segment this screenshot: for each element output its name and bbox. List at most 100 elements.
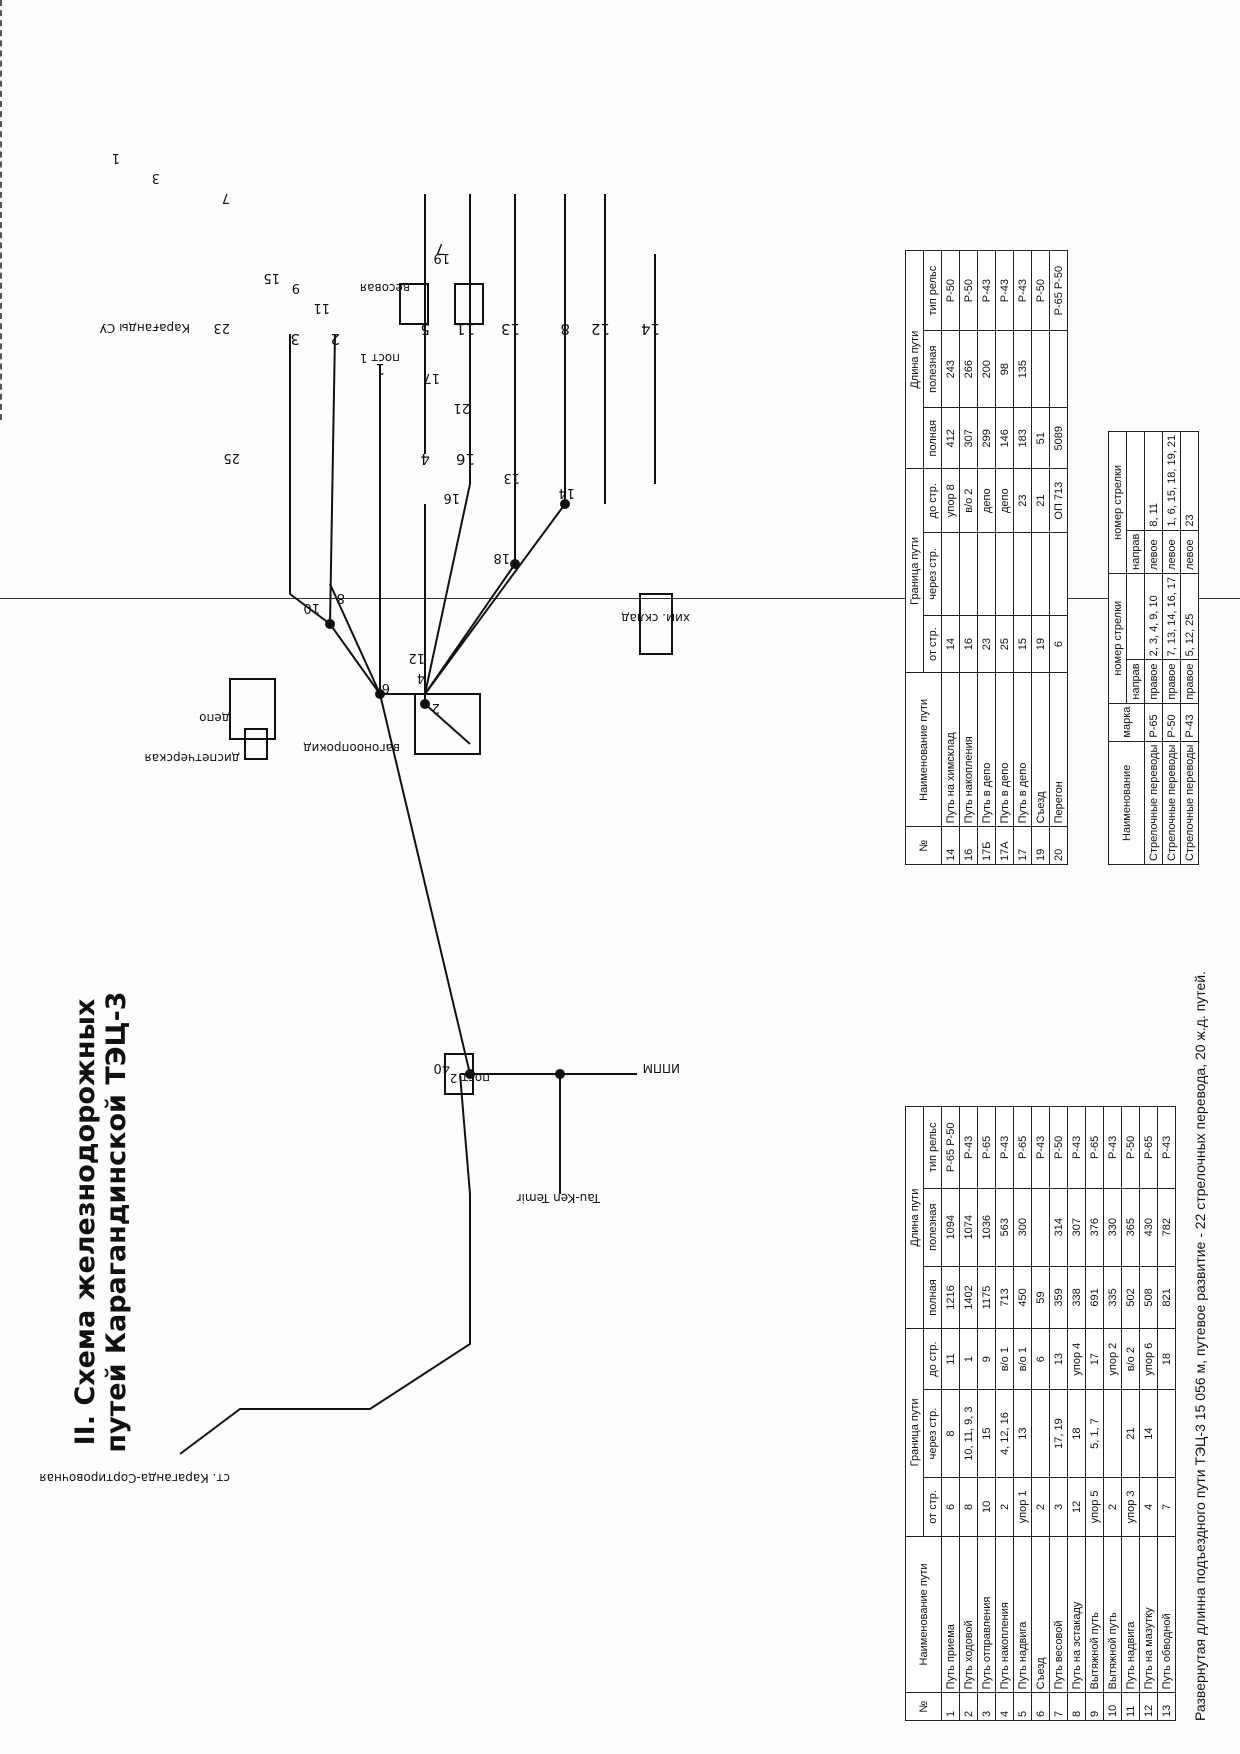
t2-cell: Путь в депо [977,672,996,827]
t2-cell [977,532,996,616]
t1-cell: 1074 [959,1188,978,1267]
t3-cell: правое [1180,659,1199,704]
t2-cell: Путь накопления [959,672,978,827]
switch-number: 8 [337,590,345,605]
t2-cell: Перегон [1049,672,1068,827]
t1-cell: 4, 12, 16 [995,1389,1014,1478]
switch-2 [420,699,430,709]
t3-cell: Стрелочные переводы [1180,741,1199,865]
t1-cell: 15 [977,1389,996,1478]
t1-cell: 376 [1085,1188,1104,1267]
t1-cell [1031,1389,1050,1478]
t2-cell: 266 [959,330,978,408]
t1-cell: 3 [1049,1477,1068,1537]
t1-cell: упор 5 [1085,1477,1104,1537]
label-karagandy-su: Карағанды СУ [99,321,190,335]
t1-cell: Путь на мазутку [1139,1536,1158,1693]
t2-cell: в/о 2 [959,468,978,533]
t2-head-no: № [905,826,942,865]
t1-cell: упор 6 [1139,1328,1158,1390]
track-2-stub [424,703,471,745]
t1-cell: упор 3 [1121,1477,1140,1537]
switch-number: 11 [313,300,330,315]
page-fold-line [0,598,1240,599]
post2-box [444,1053,474,1095]
t3-head-dir: направ [1126,659,1145,704]
t2-cell [1031,330,1050,408]
track-number: 13 [501,320,520,338]
t3-head-dir-2: направ [1126,530,1145,574]
t2-cell: Р-65 Р-50 [1049,250,1068,331]
label-depot: депо [199,711,230,725]
t1-cell: Вытяжной путь [1085,1536,1104,1693]
t3-cell: правое [1162,659,1181,704]
t1-cell: 1036 [977,1188,996,1267]
t3-head-name: Наименование [1108,741,1145,865]
t2-cell [1049,532,1068,616]
t2-cell: 15 [1013,615,1032,673]
t1-cell: в/о 1 [995,1328,1014,1390]
t2-cell: 20 [1049,826,1068,865]
tracks-table-1: № Наименование пути Граница пути Длина п… [905,1106,1176,1721]
t1-cell: 9 [1085,1692,1104,1721]
t1-cell: 13 [1157,1692,1176,1721]
t3-cell: 23 [1180,431,1199,531]
t2-cell: 23 [1013,468,1032,533]
t1-cell: 13 [1049,1328,1068,1390]
t2-cell: упор 8 [941,468,960,533]
switch-number: 18 [493,550,510,565]
t2-cell [941,532,960,616]
t1-cell: 1094 [941,1188,960,1267]
t3-cell: Стрелочные переводы [1144,741,1163,865]
track-2 [329,333,336,625]
t1-cell: 782 [1157,1188,1176,1267]
t1-cell: 5 [1013,1692,1032,1721]
t3-cell: 1, 6, 15, 18, 19, 21 [1162,431,1181,531]
t1-cell: 300 [1013,1188,1032,1267]
track-number: 7 [435,240,445,258]
track-40-6 [379,693,471,1075]
post1-box [399,283,429,325]
track-18-line [424,563,516,695]
t1-cell: 330 [1103,1188,1122,1267]
t1-cell: 17, 19 [1049,1389,1068,1478]
t2-head-rail: тип рельс [923,250,942,331]
t1-cell: 508 [1139,1266,1158,1329]
scales-box [454,283,484,325]
t2-cell: 135 [1013,330,1032,408]
t3-cell: 2, 3, 4, 9, 10 [1144,573,1163,660]
t1-cell: 314 [1049,1188,1068,1267]
t1-cell: 8 [1067,1692,1086,1721]
t2-cell: 19 [1031,826,1050,865]
t1-cell: 1 [941,1692,960,1721]
t1-head-rail: тип рельс [923,1106,942,1189]
t2-head-useful: полезная [923,330,942,408]
t2-head-full: полная [923,407,942,469]
t2-cell [1049,330,1068,408]
label-scales: весовая [360,281,410,295]
t1-cell: 10 [1103,1692,1122,1721]
switch-number: 16 [443,490,460,505]
t1-head-name: Наименование пути [905,1536,942,1693]
switch-number: 3 [152,170,160,185]
t1-cell: 21 [1121,1389,1140,1478]
t3-head-blank [1126,573,1145,660]
t1-cell: Съезд [1031,1536,1050,1693]
t1-cell: Вытяжной путь [1103,1536,1122,1693]
t3-cell: правое [1144,659,1163,704]
t2-cell: Путь в депо [995,672,1014,827]
t2-cell: 17Б [977,826,996,865]
t1-cell: 5, 1, 7 [1085,1389,1104,1478]
switch-number: 2 [432,700,440,715]
tracks-table-2: № Наименование пути Граница пути Длина п… [905,250,1068,865]
t1-cell [1031,1188,1050,1267]
track-scheme: ст. Караганда-Сортировочная Tau-Ken Temi… [39,150,690,1485]
